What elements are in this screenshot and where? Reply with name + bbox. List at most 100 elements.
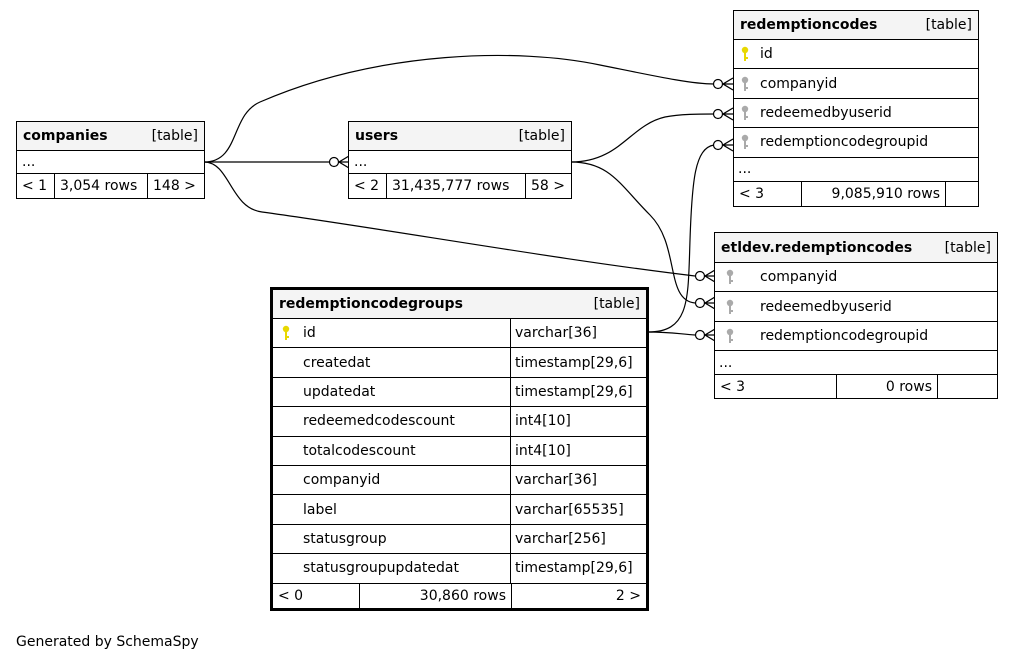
- column-row[interactable]: companyid varchar[36]: [273, 465, 646, 496]
- table-type: [table]: [518, 128, 565, 144]
- column-row[interactable]: statusgroupupdatedat timestamp[29,6]: [273, 554, 646, 584]
- column-type: varchar[36]: [510, 465, 646, 495]
- table-name[interactable]: companies: [23, 128, 108, 144]
- row-count: 0 rows: [836, 375, 937, 399]
- table-type: [table]: [151, 128, 198, 144]
- column-name: statusgroupupdatedat: [303, 560, 459, 577]
- column-name: updatedat: [303, 383, 376, 400]
- column-type: varchar[256]: [510, 524, 646, 554]
- row-count: 30,860 rows: [359, 583, 511, 608]
- column-row[interactable]: redeemedbyuserid: [734, 99, 978, 129]
- table-name[interactable]: redemptioncodegroups: [279, 296, 463, 312]
- column-name: companyid: [303, 472, 381, 489]
- parents-count[interactable]: < 1: [22, 178, 48, 194]
- column-type: varchar[65535]: [510, 495, 646, 524]
- more-columns-ellipsis: ...: [354, 154, 368, 170]
- table-redemptioncodes[interactable]: redemptioncodes [table] id companyid red…: [733, 10, 979, 207]
- column-row[interactable]: label varchar[65535]: [273, 495, 646, 525]
- column-row[interactable]: redeemedcodescount int4[10]: [273, 407, 646, 437]
- column-name: redeemedcodescount: [303, 413, 455, 430]
- column-name: redemptioncodegroupid: [760, 327, 929, 344]
- column-row[interactable]: redemptioncodegroupid: [734, 128, 978, 158]
- column-type: int4[10]: [510, 407, 646, 436]
- edge-end-circle: [328, 156, 340, 168]
- parents-count[interactable]: < 2: [354, 178, 380, 194]
- edge-end-circle: [694, 329, 706, 341]
- more-columns-ellipsis: ...: [719, 354, 733, 371]
- column-name: createdat: [303, 354, 371, 371]
- column-name: companyid: [760, 269, 838, 286]
- table-type: [table]: [925, 17, 972, 33]
- fk-key-icon: [715, 328, 745, 344]
- children-count[interactable]: [937, 375, 997, 399]
- edge-groups-etldev: [647, 331, 696, 336]
- column-row[interactable]: companyid: [715, 263, 997, 293]
- row-count: 9,085,910 rows: [801, 181, 945, 206]
- column-row[interactable]: id: [734, 40, 978, 70]
- children-count[interactable]: [945, 181, 978, 206]
- column-name: companyid: [760, 75, 838, 92]
- edge-end-circle: [694, 270, 706, 282]
- edge-groups-redemptioncodes: [647, 144, 715, 333]
- edge-end-circle: [712, 108, 724, 120]
- table-name[interactable]: users: [355, 128, 399, 144]
- edge-end-circle: [694, 297, 706, 309]
- children-count[interactable]: 148 >: [147, 174, 204, 198]
- column-type: timestamp[29,6]: [510, 377, 646, 407]
- more-columns-ellipsis: ...: [738, 161, 752, 178]
- column-name: label: [303, 501, 337, 518]
- parents-count[interactable]: < 3: [739, 185, 765, 202]
- fk-key-icon: [715, 269, 745, 285]
- fk-key-icon: [734, 134, 756, 150]
- pk-key-icon: [273, 325, 299, 341]
- column-row[interactable]: totalcodescount int4[10]: [273, 436, 646, 466]
- edge-companies-redemptioncodes: [203, 54, 715, 163]
- column-type: varchar[36]: [510, 319, 646, 348]
- column-name: redeemedbyuserid: [760, 104, 892, 121]
- edge-end-circle: [712, 139, 724, 151]
- edge-users-redemptioncodes: [570, 113, 715, 163]
- table-users[interactable]: users [table] ... < 2 31,435,777 rows 58…: [348, 121, 572, 199]
- edge-end-circle: [712, 78, 724, 90]
- column-type: timestamp[29,6]: [510, 554, 646, 583]
- fk-key-icon: [734, 105, 756, 121]
- children-count[interactable]: 58 >: [525, 174, 571, 198]
- parents-count[interactable]: < 3: [720, 378, 746, 395]
- parents-count[interactable]: < 0: [278, 587, 304, 604]
- table-redemptioncodegroups[interactable]: redemptioncodegroups [table] id varchar[…: [270, 287, 649, 611]
- column-row[interactable]: updatedat timestamp[29,6]: [273, 377, 646, 408]
- crowfoot-icon: [703, 328, 716, 342]
- pk-key-icon: [734, 46, 756, 62]
- table-type: [table]: [944, 239, 991, 256]
- crowfoot-icon: [721, 138, 734, 152]
- row-count: 3,054 rows: [54, 174, 147, 198]
- column-name: totalcodescount: [303, 442, 416, 459]
- more-columns-ellipsis: ...: [22, 154, 36, 170]
- crowfoot-icon: [703, 269, 716, 283]
- crowfoot-icon: [703, 296, 716, 310]
- crowfoot-icon: [721, 77, 734, 91]
- table-type: [table]: [593, 296, 640, 312]
- row-count: 31,435,777 rows: [386, 174, 525, 198]
- column-type: timestamp[29,6]: [510, 348, 646, 377]
- column-name: redemptioncodegroupid: [760, 134, 929, 151]
- column-name: id: [303, 325, 316, 342]
- children-count[interactable]: 2 >: [511, 583, 646, 608]
- column-row[interactable]: id varchar[36]: [273, 319, 646, 349]
- crowfoot-icon: [337, 155, 350, 169]
- table-etldev-redemptioncodes[interactable]: etldev.redemptioncodes [table] companyid…: [714, 232, 998, 400]
- column-row[interactable]: redemptioncodegroupid: [715, 322, 997, 352]
- table-name[interactable]: etldev.redemptioncodes: [721, 239, 913, 256]
- column-row[interactable]: statusgroup varchar[256]: [273, 524, 646, 555]
- table-name[interactable]: redemptioncodes: [740, 17, 878, 33]
- column-name: redeemedbyuserid: [760, 298, 892, 315]
- edge-users-etldev: [570, 161, 696, 304]
- table-companies[interactable]: companies [table] ... < 1 3,054 rows 148…: [16, 121, 205, 199]
- column-row[interactable]: redeemedbyuserid: [715, 292, 997, 322]
- column-name: statusgroup: [303, 530, 387, 547]
- column-row[interactable]: companyid: [734, 69, 978, 99]
- crowfoot-icon: [721, 107, 734, 121]
- column-row[interactable]: createdat timestamp[29,6]: [273, 348, 646, 378]
- edge-companies-etldev: [203, 161, 696, 277]
